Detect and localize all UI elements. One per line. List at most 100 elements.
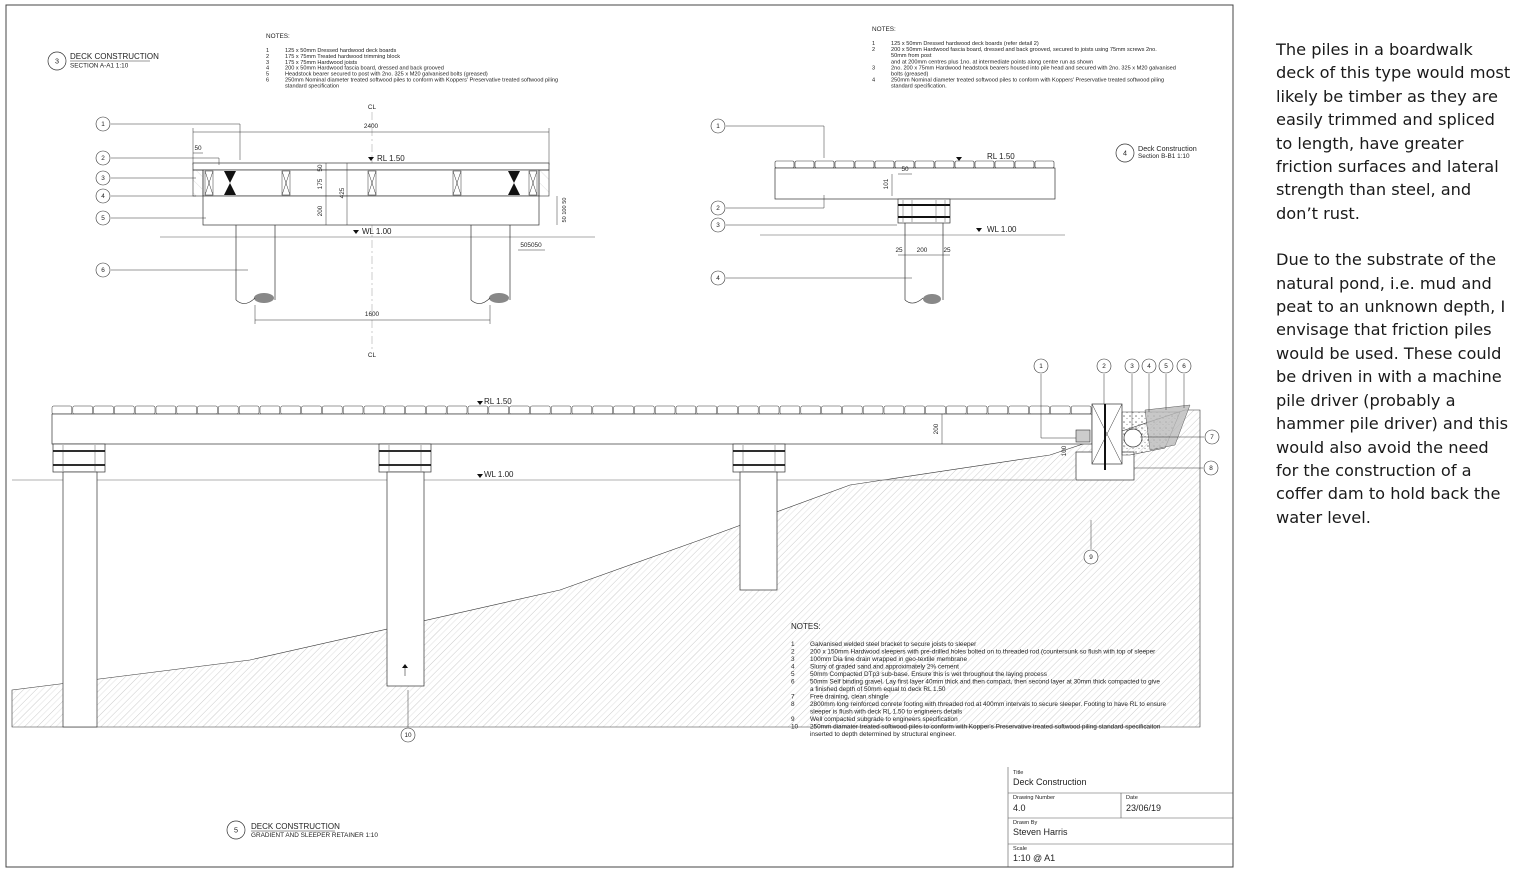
detail-4-callout-label: 2 [716, 205, 720, 212]
deck-board [301, 405, 322, 415]
detail-5: RL 1.50 WL 1.00 200 100 [11, 358, 1220, 840]
deck-board [72, 405, 93, 415]
deck-board [925, 405, 946, 415]
detail-3-note-text: standard specification [285, 83, 339, 89]
detail-3-dim-right-stack: 50 100 50 [562, 198, 568, 223]
deck-board [571, 405, 593, 415]
detail-4-callout-label: 4 [716, 275, 720, 282]
deck-board [994, 160, 1015, 169]
detail-4-title: Deck Construction [1138, 144, 1197, 153]
deck-board [176, 405, 197, 415]
detail-5-callout-label: 3 [1130, 363, 1134, 370]
detail-3-notes-heading: NOTES: [266, 33, 290, 40]
deck-board [530, 405, 551, 415]
detail-4-note-text: standard specification. [891, 84, 947, 90]
deck-board [426, 405, 447, 415]
deck-board [800, 405, 821, 415]
deck-board [654, 405, 676, 415]
explanation-paragraph-1: The piles in a boardwalk deck of this ty… [1276, 40, 1511, 223]
detail-5-dim-100: 100 [1061, 445, 1068, 456]
detail-3-note-number: 6 [266, 78, 269, 84]
detail-4-dim-50: 50 [901, 166, 909, 173]
deck-board [883, 405, 905, 415]
deck-board [1034, 160, 1055, 169]
detail-3-callout-label: 2 [101, 155, 105, 162]
detail-5-dim-200: 200 [933, 423, 940, 434]
detail-3-note-number: 2 [266, 54, 269, 60]
detail-3-callout-circle [95, 210, 111, 226]
detail-3-cl-bottom: CL [368, 352, 377, 359]
detail-3-cl-top: CL [368, 104, 377, 111]
deck-board [405, 405, 426, 415]
deck-board [758, 405, 780, 415]
deck-board [834, 160, 855, 169]
deck-board [259, 405, 281, 415]
drawing-number-label: Drawing Number [1013, 795, 1055, 801]
deck-board [613, 405, 634, 415]
detail-3-dim-1600: 1600 [365, 311, 380, 318]
detail-4-note-number: 4 [872, 78, 875, 84]
detail-4-note-text: and at 200mm centres plus 1no. at interm… [891, 59, 1093, 65]
detail-5-note-text: inserted to depth determined by structur… [810, 731, 956, 738]
detail-5-callout-circle [1033, 358, 1049, 374]
deck-board [1008, 405, 1029, 415]
deck-board [155, 405, 177, 415]
detail-5-note-number: 9 [791, 716, 795, 723]
detail-5-callout-circle [400, 727, 416, 743]
deck-board [467, 405, 489, 415]
detail-4-rl: RL 1.50 [987, 152, 1015, 161]
detail-5-callout-label: 9 [1089, 554, 1093, 561]
detail-3-note-number: 4 [266, 66, 269, 72]
detail-5-note-text: 50mm Self binding gravel. Lay first laye… [810, 679, 1160, 686]
detail-3-callout-circle [95, 170, 111, 186]
detail-5-callout-label: 4 [1147, 363, 1151, 370]
detail-4-number: 4 [1123, 149, 1127, 158]
deck-board [93, 405, 114, 415]
drawn-by-label: Drawn By [1013, 820, 1037, 826]
detail-4-callout-label: 3 [716, 222, 720, 229]
deck-board [946, 405, 967, 415]
detail-4-notes-heading: NOTES: [872, 26, 896, 33]
deck-board [634, 405, 655, 415]
detail-3-callout-label: 3 [101, 175, 105, 182]
deck-board [446, 405, 468, 415]
detail-4-dim-200: 200 [917, 247, 928, 254]
deck-board [821, 405, 842, 415]
deck-board [280, 405, 301, 415]
detail-5-note-text: 2800mm long reinforced conrete footing w… [810, 701, 1167, 708]
detail-5-wl: WL 1.00 [484, 470, 514, 479]
detail-5-number: 5 [234, 826, 238, 835]
detail-3-number: 3 [55, 57, 59, 66]
deck-board [592, 405, 613, 415]
detail-3: 3 DECK CONSTRUCTION SECTION A-A1 1:10 NO… [47, 33, 595, 359]
detail-3-callout-circle [95, 116, 111, 132]
deck-board [509, 405, 530, 415]
deck-board [974, 160, 995, 169]
detail-3-note-text: Headstock bearer secured to post with 2n… [285, 72, 488, 78]
detail-4-note-text: 2no. 200 x 75mm Hardwood headstock beare… [891, 65, 1176, 71]
detail-5-note-number: 2 [791, 649, 795, 656]
deck-board [1029, 405, 1050, 415]
detail-5-callout-circle [1083, 549, 1099, 565]
detail-5-callout-label: 2 [1102, 363, 1106, 370]
detail-4-note-number: 2 [872, 47, 875, 53]
detail-3-subtitle: SECTION A-A1 1:10 [70, 63, 129, 70]
deck-board [550, 405, 572, 415]
detail-3-dim-425: 425 [339, 187, 346, 198]
deck-board [934, 160, 955, 169]
detail-5-rl: RL 1.50 [484, 397, 512, 406]
detail-5-note-text: 50mm Compacted DTp3 sub-base. Ensure thi… [810, 671, 1047, 678]
detail-4-number-circle [1115, 143, 1135, 163]
detail-5-note-number: 4 [791, 664, 795, 671]
detail-3-dim-bottom-right: 505050 [520, 242, 542, 249]
detail-5-callout-label: 1 [1039, 363, 1043, 370]
title-label: Title [1013, 770, 1023, 776]
detail-5-note-text: 250mm diamater treated softwood piles to… [810, 724, 1161, 731]
deck-board [488, 405, 509, 415]
detail-5-callout-label: 7 [1210, 434, 1214, 441]
detail-4-note-number: 3 [872, 65, 875, 71]
deck-board [51, 405, 73, 415]
deck-board [675, 405, 697, 415]
deck-board [862, 405, 884, 415]
detail-5-note-text: Well compacted subgrade to engineers spe… [810, 716, 958, 723]
